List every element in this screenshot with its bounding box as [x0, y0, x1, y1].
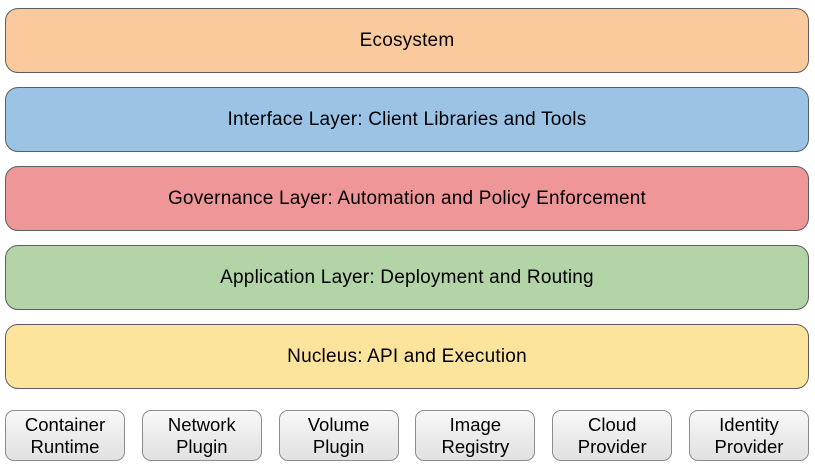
layer-ecosystem-label: Ecosystem [359, 29, 455, 51]
provider-cloud-provider: Cloud Provider [552, 410, 673, 461]
provider-image-registry: Image Registry [415, 410, 536, 461]
layer-nucleus: Nucleus: API and Execution [5, 324, 809, 389]
provider-row: Container Runtime Network Plugin Volume … [5, 410, 809, 461]
provider-container-runtime: Container Runtime [5, 410, 125, 461]
provider-network-plugin: Network Plugin [141, 410, 262, 461]
layer-application-label: Application Layer: Deployment and Routin… [220, 266, 594, 288]
layer-interface-label: Interface Layer: Client Libraries and To… [227, 108, 587, 130]
provider-network-plugin-label: Network Plugin [167, 413, 236, 457]
provider-container-runtime-label: Container Runtime [24, 413, 106, 457]
layer-governance: Governance Layer: Automation and Policy … [5, 166, 809, 231]
provider-volume-plugin: Volume Plugin [278, 410, 399, 461]
layer-governance-label: Governance Layer: Automation and Policy … [167, 187, 647, 209]
layer-stack: Ecosystem Interface Layer: Client Librar… [5, 8, 809, 389]
layer-interface: Interface Layer: Client Libraries and To… [5, 87, 809, 152]
provider-identity-provider-label: Identity Provider [714, 413, 784, 457]
layer-application: Application Layer: Deployment and Routin… [5, 245, 809, 310]
provider-cloud-provider-label: Cloud Provider [577, 413, 647, 457]
provider-image-registry-label: Image Registry [441, 413, 510, 457]
layer-nucleus-label: Nucleus: API and Execution [287, 345, 527, 367]
layer-ecosystem: Ecosystem [5, 8, 809, 73]
provider-volume-plugin-label: Volume Plugin [307, 413, 370, 457]
provider-identity-provider: Identity Provider [688, 410, 809, 461]
